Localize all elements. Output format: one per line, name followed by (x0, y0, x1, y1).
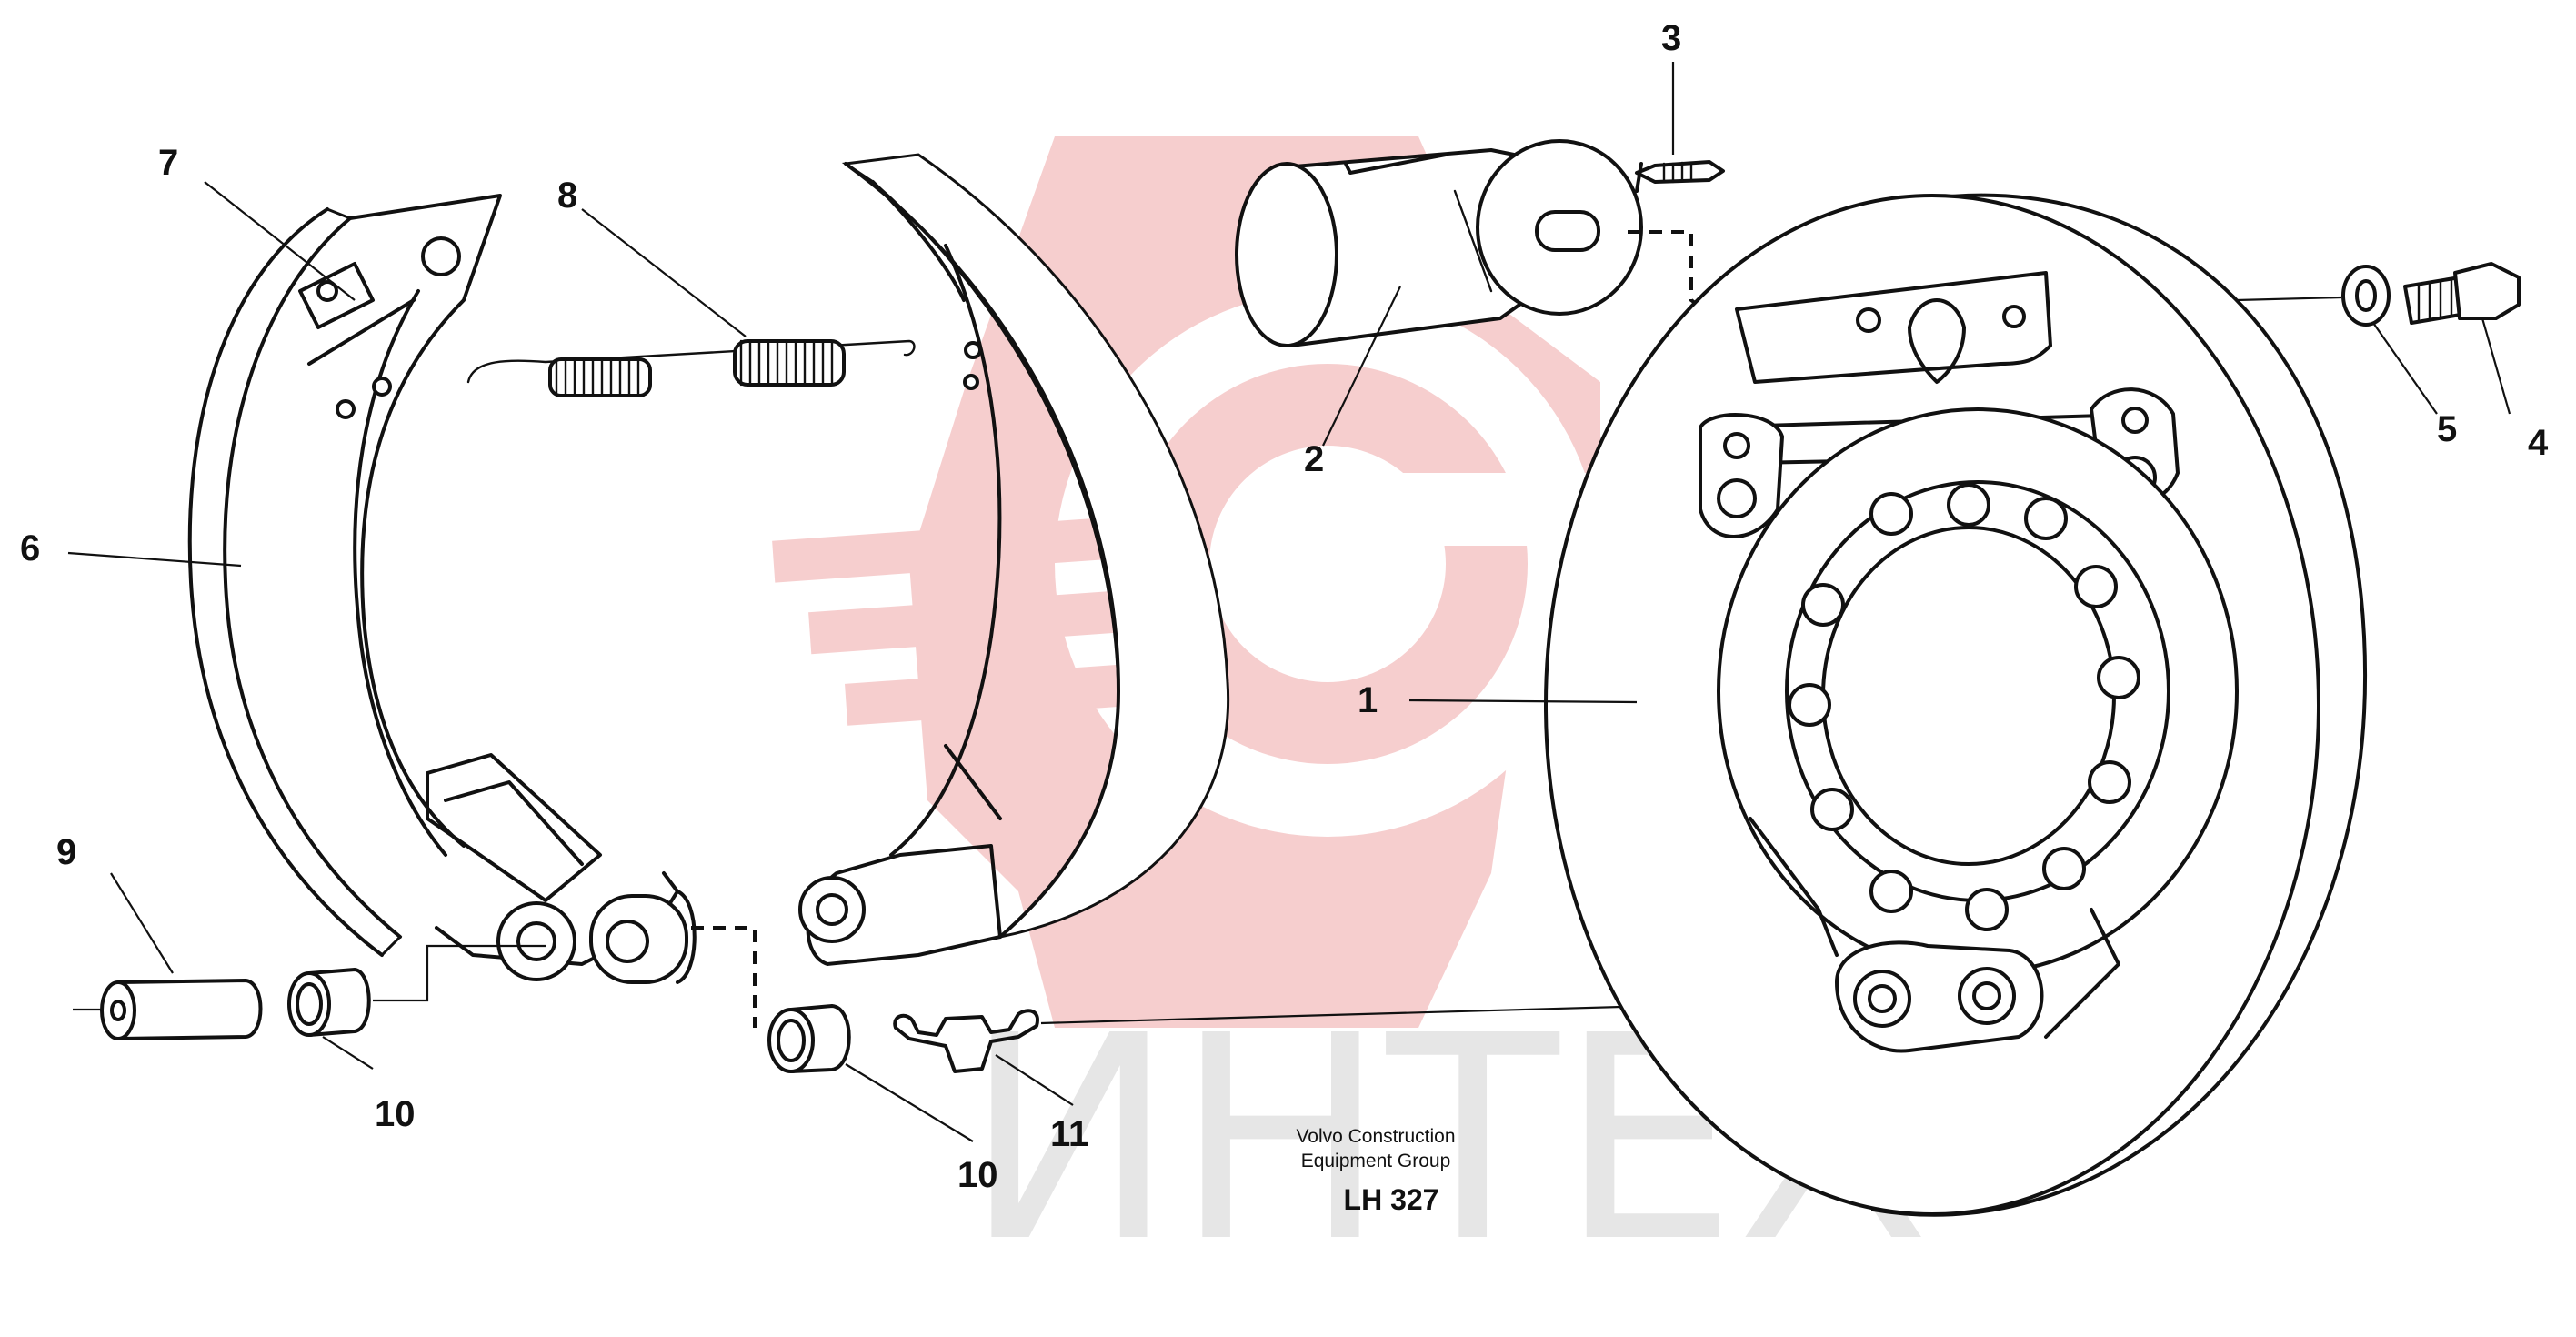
backing-plate-part-1 (1544, 193, 2368, 1217)
leader-4 (2481, 317, 2511, 415)
callout-6: 6 (20, 528, 40, 568)
caption-company-line-1: Volvo Construction (1296, 1126, 1455, 1147)
callout-8: 8 (557, 176, 577, 216)
leader-9 (110, 872, 174, 974)
watermark: ИНТЕХ (772, 136, 1930, 1304)
leader-10-left (322, 1036, 374, 1070)
callout-2: 2 (1304, 439, 1324, 479)
leader-6 (67, 551, 242, 568)
brake-shoe-left (187, 194, 697, 984)
figure-caption: Volvo Construction Equipment Group LH 32… (1296, 1126, 1455, 1216)
callout-1: 1 (1358, 680, 1378, 720)
return-springs (466, 339, 916, 397)
callout-11: 11 (1050, 1114, 1088, 1154)
wheel-cylinder-part-2 (1235, 139, 1846, 347)
callout-10-right: 10 (957, 1155, 998, 1195)
leader-5 (2372, 322, 2438, 415)
leader-10-right (845, 1063, 974, 1142)
callout-4: 4 (2528, 423, 2549, 463)
callout-10-left: 10 (375, 1094, 416, 1134)
leader-1 (1408, 699, 1638, 704)
leader-8 (581, 208, 747, 337)
bleeder-screw-part-3 (1635, 160, 1725, 193)
leader-11 (995, 1054, 1074, 1106)
spring-large (733, 339, 846, 387)
bolt-part-4 (2403, 262, 2521, 325)
caption-company-line-2: Equipment Group (1301, 1151, 1451, 1171)
callout-7: 7 (158, 143, 178, 183)
callout-9: 9 (56, 832, 76, 872)
brake-shoe-right (798, 153, 1230, 966)
bushing-part-10-left (287, 944, 546, 1037)
leader-7 (204, 181, 356, 301)
callout-5: 5 (2437, 409, 2457, 449)
callout-labels: 1 2 3 4 5 6 7 8 9 10 10 11 (20, 18, 2549, 1195)
figure-code: LH 327 (1344, 1183, 1439, 1216)
spring-small (548, 357, 652, 397)
pin-part-9 (73, 979, 263, 1040)
leader-2 (1322, 286, 1401, 447)
bushing-part-10-right (691, 926, 851, 1073)
leader-lines (67, 62, 2511, 1142)
stud-holes (1788, 483, 2140, 931)
callout-3: 3 (1661, 18, 1681, 58)
washer-part-5 (2236, 265, 2391, 327)
